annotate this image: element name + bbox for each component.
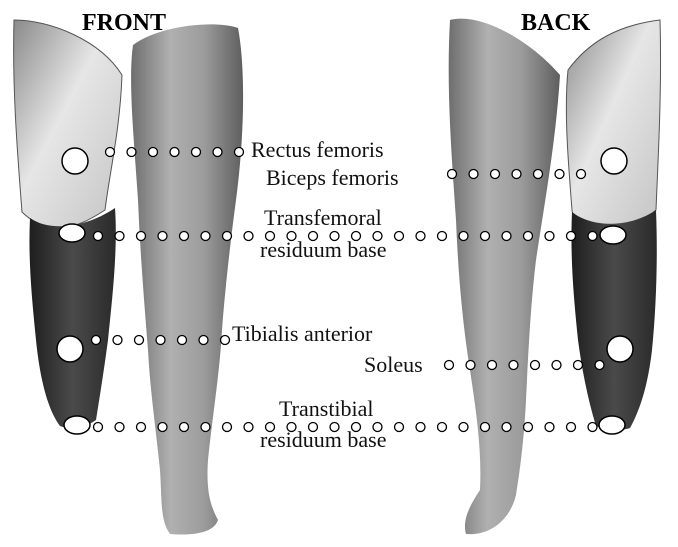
marker-biceps-femoris [601, 148, 627, 174]
leader-dot-transtibial-4 [180, 423, 189, 432]
leader-dot-soleus-6 [574, 361, 583, 370]
leader-dot-transtibial-17 [459, 423, 468, 432]
leader-dot-transfemoral-0 [94, 232, 103, 241]
leader-dot-transtibial-15 [416, 423, 425, 432]
leader-dot-transfemoral-19 [502, 232, 511, 241]
front-intact-leg [131, 24, 243, 534]
leader-dot-transfemoral-7 [244, 232, 253, 241]
leader-dot-tibialis-anterior-5 [199, 336, 208, 345]
leader-dot-biceps-femoris-4 [534, 170, 543, 179]
back-thigh-socket [566, 20, 660, 228]
label-transfemoral-line2: residuum base [260, 237, 386, 262]
leader-dot-transtibial-3 [158, 423, 167, 432]
label-rectus-femoris: Rectus femoris [251, 137, 384, 162]
leader-dot-transfemoral-5 [201, 232, 210, 241]
leader-dot-soleus-0 [445, 361, 454, 370]
leader-dot-transfemoral-21 [545, 232, 554, 241]
leader-dot-transtibial-0 [94, 423, 103, 432]
leader-dot-transtibial-20 [524, 423, 533, 432]
back-title: BACK [521, 10, 591, 36]
leader-dot-tibialis-anterior-0 [92, 336, 101, 345]
leader-dot-transfemoral-2 [137, 232, 146, 241]
leader-dot-tibialis-anterior-2 [135, 336, 144, 345]
leader-dot-tibialis-anterior-1 [113, 336, 122, 345]
leader-dot-transtibial-7 [244, 423, 253, 432]
leader-dot-soleus-5 [552, 361, 561, 370]
marker-tibialis-anterior [57, 336, 83, 362]
label-transtibial-line2: residuum base [260, 427, 386, 452]
leader-dot-rectus-femoris-4 [192, 148, 201, 157]
leader-dot-rectus-femoris-3 [170, 148, 179, 157]
leader-dot-rectus-femoris-0 [106, 148, 115, 157]
leader-dot-transtibial-14 [395, 423, 404, 432]
leader-dot-rectus-femoris-5 [213, 148, 222, 157]
leader-dot-transfemoral-23 [588, 232, 597, 241]
leader-dot-transfemoral-15 [416, 232, 425, 241]
label-transtibial-line1: Transtibial [279, 396, 374, 421]
leader-dot-transfemoral-20 [524, 232, 533, 241]
leader-dot-transfemoral-17 [459, 232, 468, 241]
label-soleus: Soleus [364, 352, 423, 377]
leader-dot-transtibial-2 [137, 423, 146, 432]
marker-rectus-femoris [62, 148, 88, 174]
leader-dot-transfemoral-22 [567, 232, 576, 241]
back-intact-leg [449, 19, 560, 535]
leader-dot-biceps-femoris-2 [491, 170, 500, 179]
leader-dot-transfemoral-3 [158, 232, 167, 241]
leader-dot-biceps-femoris-0 [448, 170, 457, 179]
leader-dot-soleus-1 [466, 361, 475, 370]
leader-dot-transfemoral-18 [481, 232, 490, 241]
leader-dot-transtibial-16 [438, 423, 447, 432]
leader-dot-soleus-4 [531, 361, 540, 370]
leader-dot-transtibial-21 [545, 423, 554, 432]
leader-dot-transfemoral-4 [180, 232, 189, 241]
leader-dot-rectus-femoris-2 [149, 148, 158, 157]
leader-dot-tibialis-anterior-3 [156, 336, 165, 345]
leader-dot-biceps-femoris-3 [512, 170, 521, 179]
leader-dot-tibialis-anterior-4 [178, 336, 187, 345]
leader-dot-transtibial-1 [115, 423, 124, 432]
leader-dot-biceps-femoris-1 [469, 170, 478, 179]
front-title: FRONT [82, 10, 166, 36]
leader-dot-biceps-femoris-5 [555, 170, 564, 179]
label-transfemoral-line1: Transfemoral [264, 205, 382, 230]
leader-dot-transtibial-18 [481, 423, 490, 432]
label-biceps-femoris: Biceps femoris [266, 165, 399, 190]
leader-dot-tibialis-anterior-6 [221, 336, 230, 345]
leader-dot-transfemoral-14 [395, 232, 404, 241]
marker-transfemoral-back [600, 226, 626, 244]
marker-transtibial-front [64, 416, 90, 434]
leader-dot-rectus-femoris-1 [127, 148, 136, 157]
leader-dot-transtibial-6 [223, 423, 232, 432]
leader-dot-transtibial-5 [201, 423, 210, 432]
leader-dot-biceps-femoris-6 [577, 170, 586, 179]
leader-dot-transtibial-23 [588, 423, 597, 432]
leader-dot-transfemoral-1 [115, 232, 124, 241]
leader-dot-transfemoral-6 [223, 232, 232, 241]
leader-dot-transfemoral-16 [438, 232, 447, 241]
leader-dot-soleus-3 [509, 361, 518, 370]
marker-transfemoral-front [59, 224, 85, 242]
label-tibialis-anterior: Tibialis anterior [232, 321, 373, 346]
marker-soleus [607, 336, 633, 362]
marker-transtibial-back [599, 416, 625, 434]
front-thigh-socket [14, 20, 122, 228]
leader-dot-rectus-femoris-6 [235, 148, 244, 157]
leader-dot-transtibial-19 [502, 423, 511, 432]
leader-dot-soleus-7 [595, 361, 604, 370]
leader-dot-soleus-2 [488, 361, 497, 370]
leader-dot-transtibial-22 [567, 423, 576, 432]
